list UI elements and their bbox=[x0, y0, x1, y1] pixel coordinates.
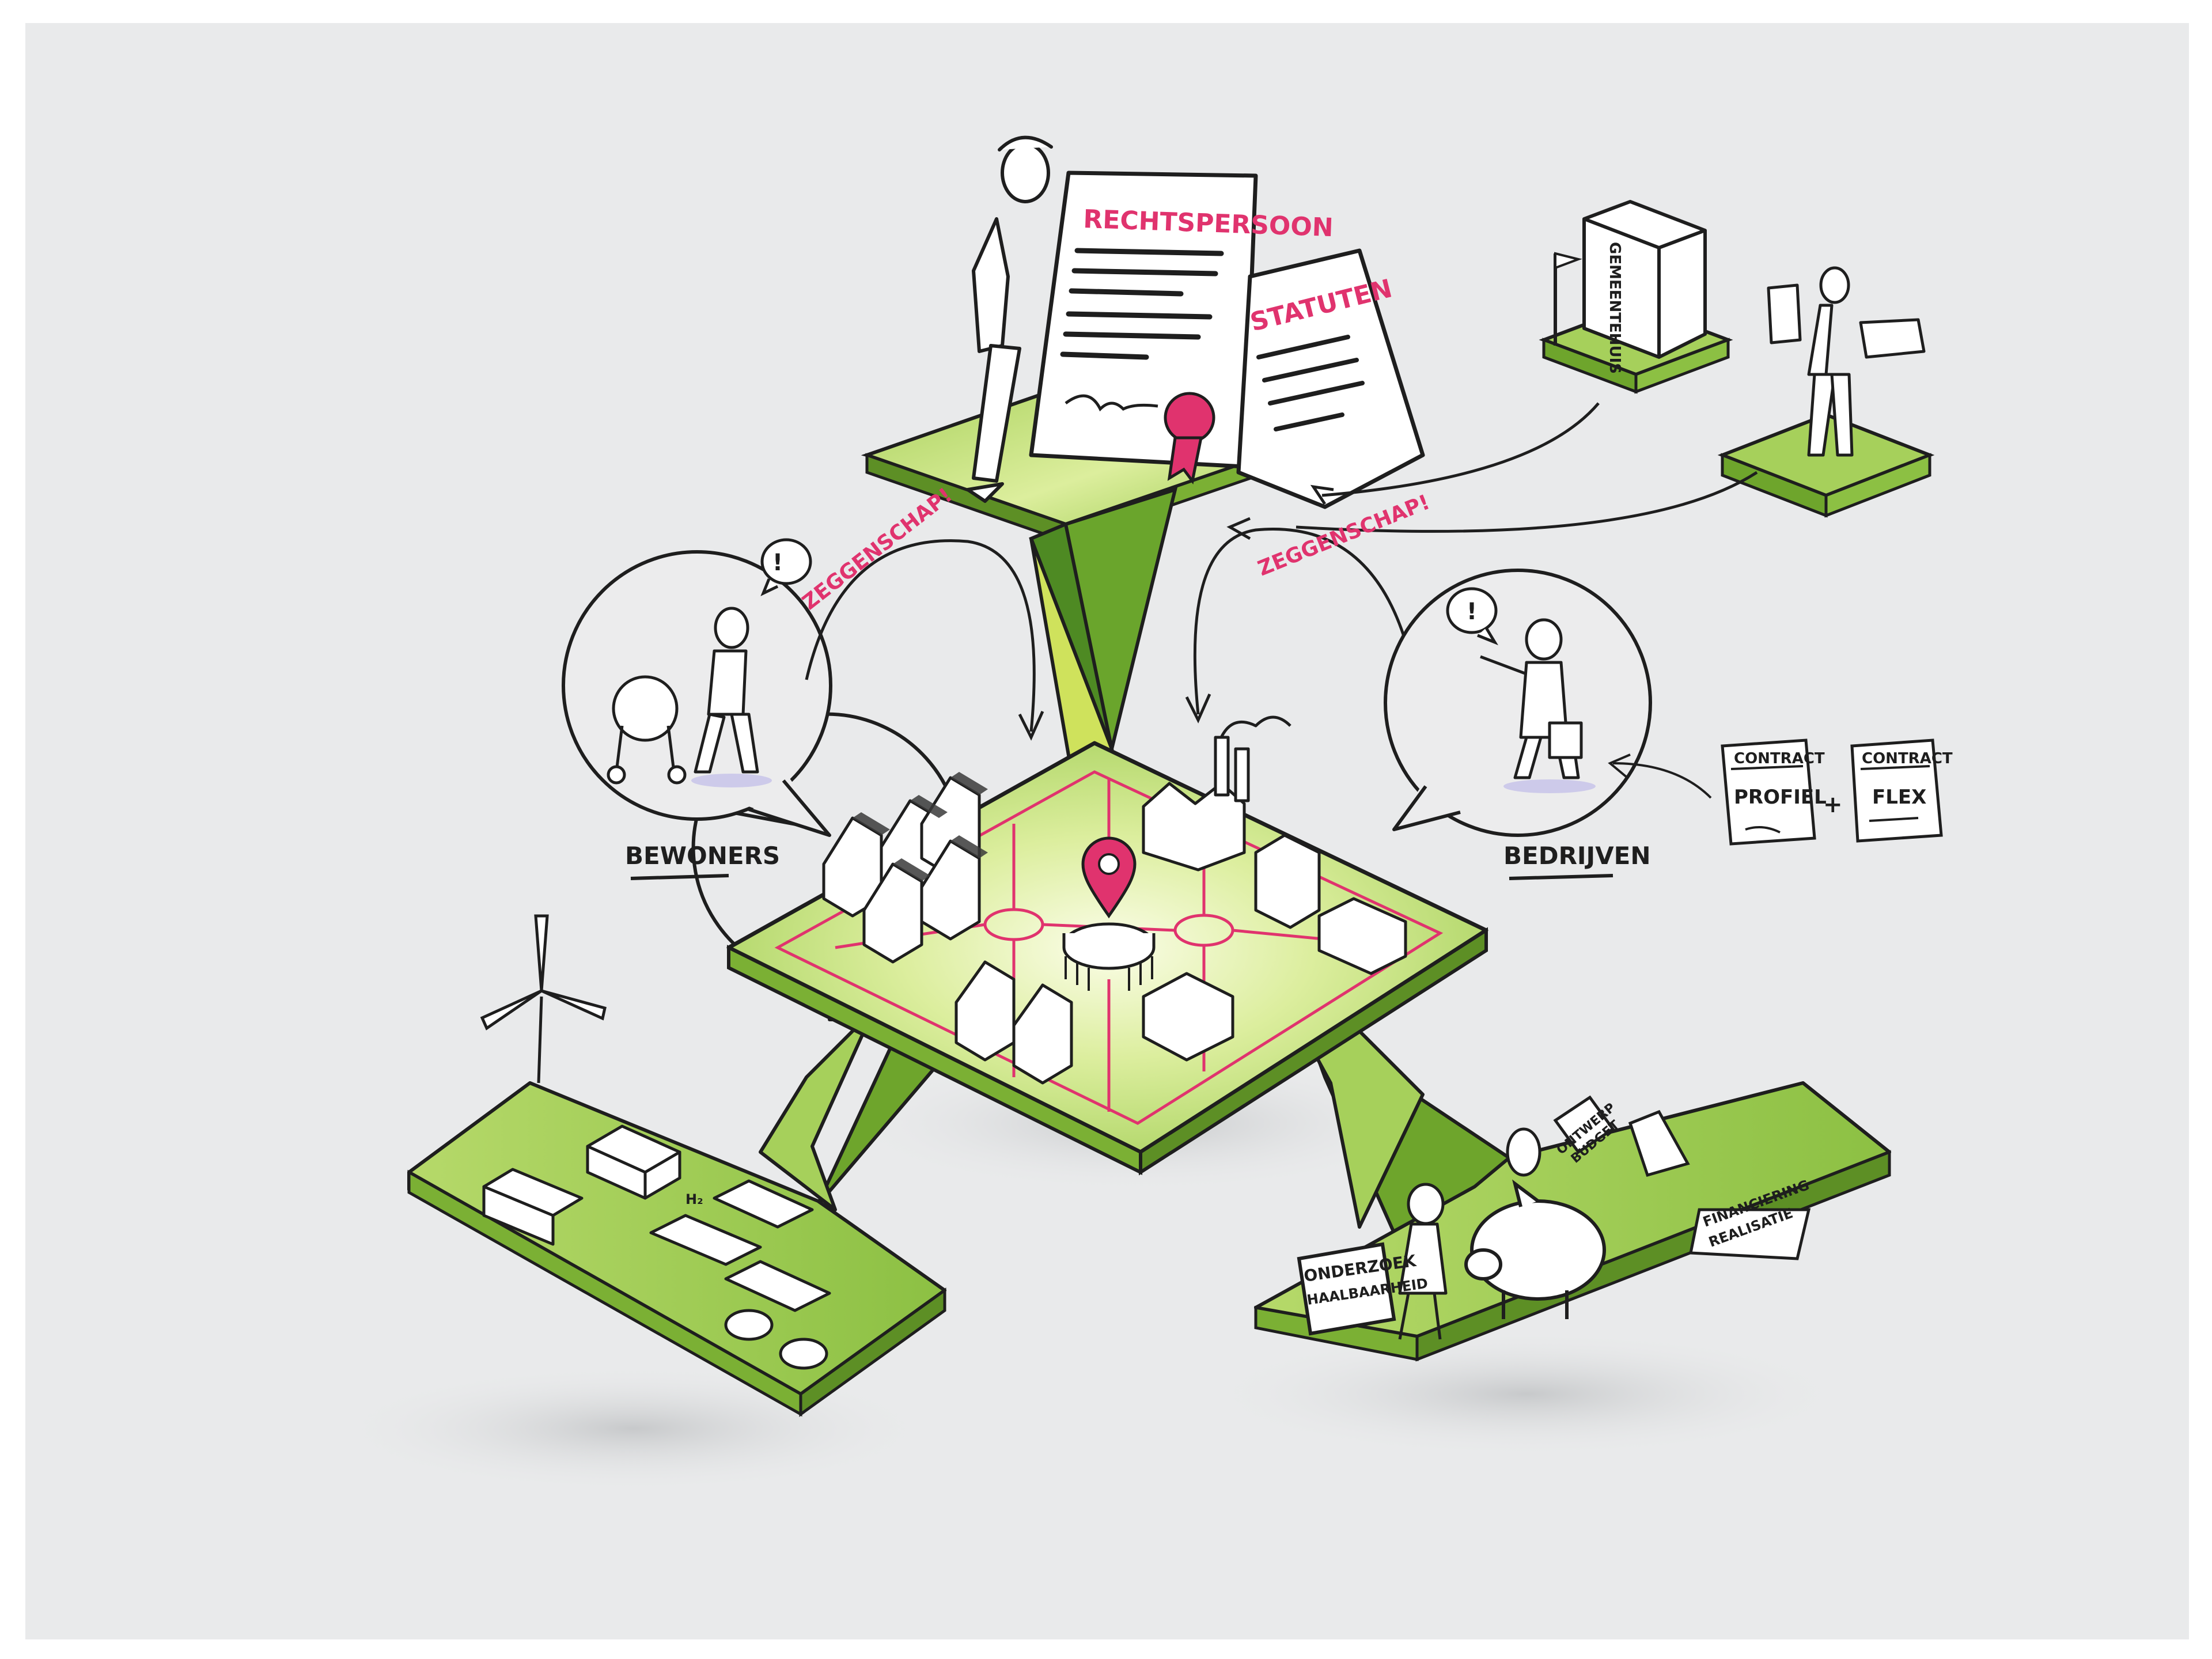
contract-flex-type: FLEX bbox=[1872, 786, 1926, 809]
contract-profiel-title: CONTRACT bbox=[1734, 750, 1825, 767]
bewoners-speech-text: ! bbox=[772, 550, 783, 576]
bedrijven-circle bbox=[1385, 570, 1650, 835]
coin-icon bbox=[1508, 1129, 1540, 1175]
bewoners-label: BEWONERS bbox=[625, 842, 780, 870]
contract-profiel-type: PROFIEL bbox=[1734, 786, 1827, 809]
contract-flex-title: CONTRACT bbox=[1862, 750, 1953, 767]
contract-plus: + bbox=[1823, 791, 1843, 818]
h2-label: H₂ bbox=[685, 1191, 703, 1207]
bedrijven-speech-text: ! bbox=[1467, 599, 1477, 625]
right-shadow bbox=[1204, 1331, 1849, 1457]
bedrijven-label: BEDRIJVEN bbox=[1503, 842, 1651, 870]
gemeentehuis-label: GEMEENTEHUIS bbox=[1606, 242, 1623, 374]
wax-seal-icon bbox=[1165, 393, 1214, 442]
